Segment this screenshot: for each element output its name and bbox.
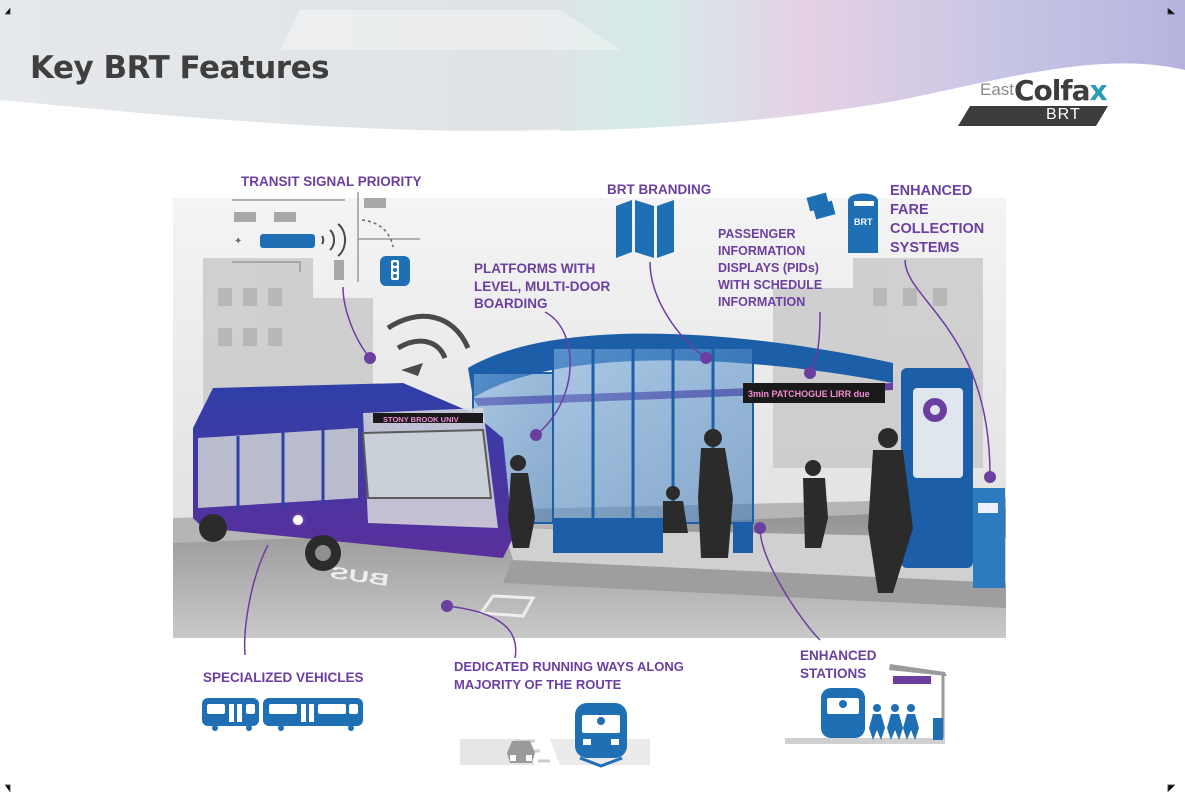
pid-display-text: 3min PATCHOGUE LIRR due xyxy=(748,389,870,399)
label-passenger-information-displays: PASSENGER INFORMATION DISPLAYS (PIDs) WI… xyxy=(718,227,823,309)
logo-east-text: East xyxy=(980,80,1015,99)
brt-branding-map-icon xyxy=(616,200,674,258)
label-specialized-vehicles: SPECIALIZED VEHICLES xyxy=(203,670,364,685)
label-dedicated-running-ways: DEDICATED RUNNING WAYS ALONG MAJORITY OF… xyxy=(454,659,684,692)
transit-signal-priority-icon: ✦ xyxy=(232,192,420,286)
articulated-bus-icon xyxy=(202,698,363,731)
svg-text:✦: ✦ xyxy=(234,236,242,247)
page-title: Key BRT Features xyxy=(30,50,330,86)
logo-bar-shape xyxy=(958,106,1108,126)
pid-display-screen xyxy=(743,383,885,403)
logo-brt-text: BRT xyxy=(1046,106,1081,123)
dedicated-lane-icon xyxy=(460,703,650,768)
enhanced-station-icon xyxy=(785,664,947,744)
fare-collection-icon: BRT xyxy=(806,192,878,253)
fare-machine-text: BRT xyxy=(854,217,873,227)
label-enhanced-stations: ENHANCED STATIONS xyxy=(800,648,877,681)
label-brt-branding: BRT BRANDING xyxy=(607,182,712,197)
east-colfax-brt-logo: East Colfax BRT xyxy=(958,74,1138,128)
label-enhanced-fare-collection: ENHANCED FARE COLLECTION SYSTEMS xyxy=(890,183,985,256)
bus-destination-sign: STONY BROOK UNIV xyxy=(383,415,459,424)
label-platforms-level-boarding: PLATFORMS WITH LEVEL, MULTI-DOOR BOARDIN… xyxy=(474,261,611,311)
header-banner xyxy=(0,0,1185,137)
label-transit-signal-priority: TRANSIT SIGNAL PRIORITY xyxy=(241,174,422,189)
brt-station-scene: BUS 3min PATCHOGUE LIRR due STONY BROOK … xyxy=(173,198,1006,638)
logo-colfax-text: Colfax xyxy=(1014,74,1108,107)
